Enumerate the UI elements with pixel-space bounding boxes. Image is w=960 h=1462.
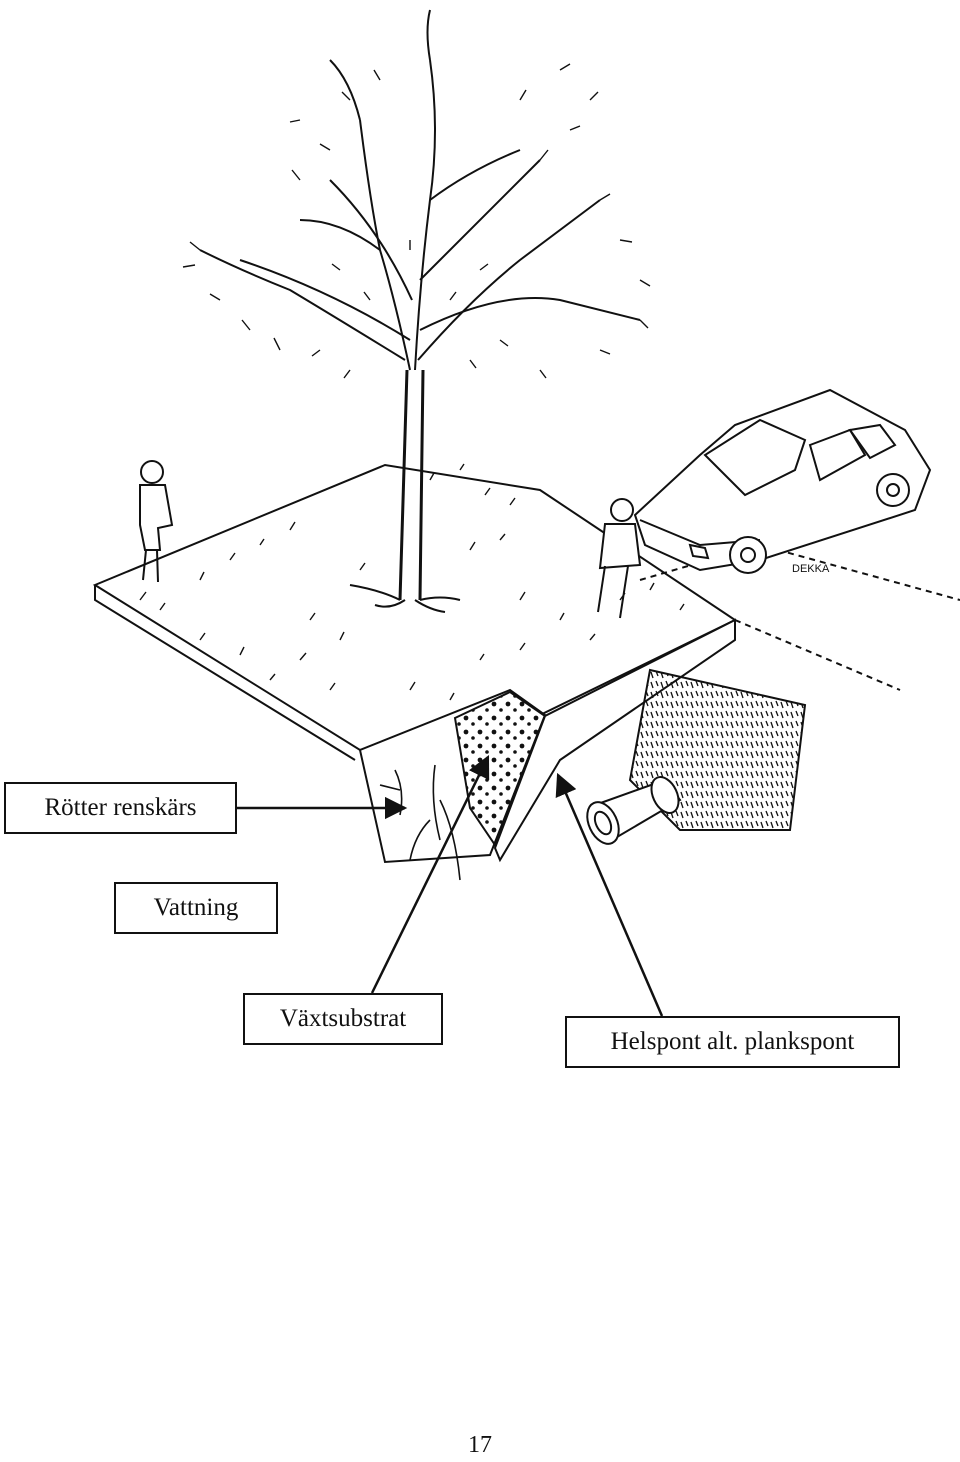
- page-number: 17: [468, 1432, 492, 1458]
- tree: [182, 9, 651, 613]
- tree-planting-illustration: DEKKA: [92, 9, 960, 1017]
- grass-strokes: [139, 463, 685, 701]
- label-watering: Vattning: [114, 882, 278, 934]
- arrow-sheet-piling: [555, 772, 664, 1017]
- cut-roots: [379, 764, 461, 881]
- label-sheet-piling: Helspont alt. plankspont: [565, 1016, 900, 1068]
- leader-lines: [237, 754, 664, 1017]
- car-plate: DEKKA: [792, 563, 830, 575]
- drain-pipe: [586, 776, 682, 845]
- person-right: [597, 498, 642, 619]
- arrow-substrate: [370, 754, 490, 994]
- label-roots-cut: Rötter renskärs: [4, 782, 237, 834]
- trench-section: [358, 618, 807, 864]
- person-left: [139, 460, 174, 583]
- label-growing-substrate: Växtsubstrat: [243, 993, 443, 1045]
- car: [633, 388, 932, 574]
- ground-plane: [92, 463, 738, 761]
